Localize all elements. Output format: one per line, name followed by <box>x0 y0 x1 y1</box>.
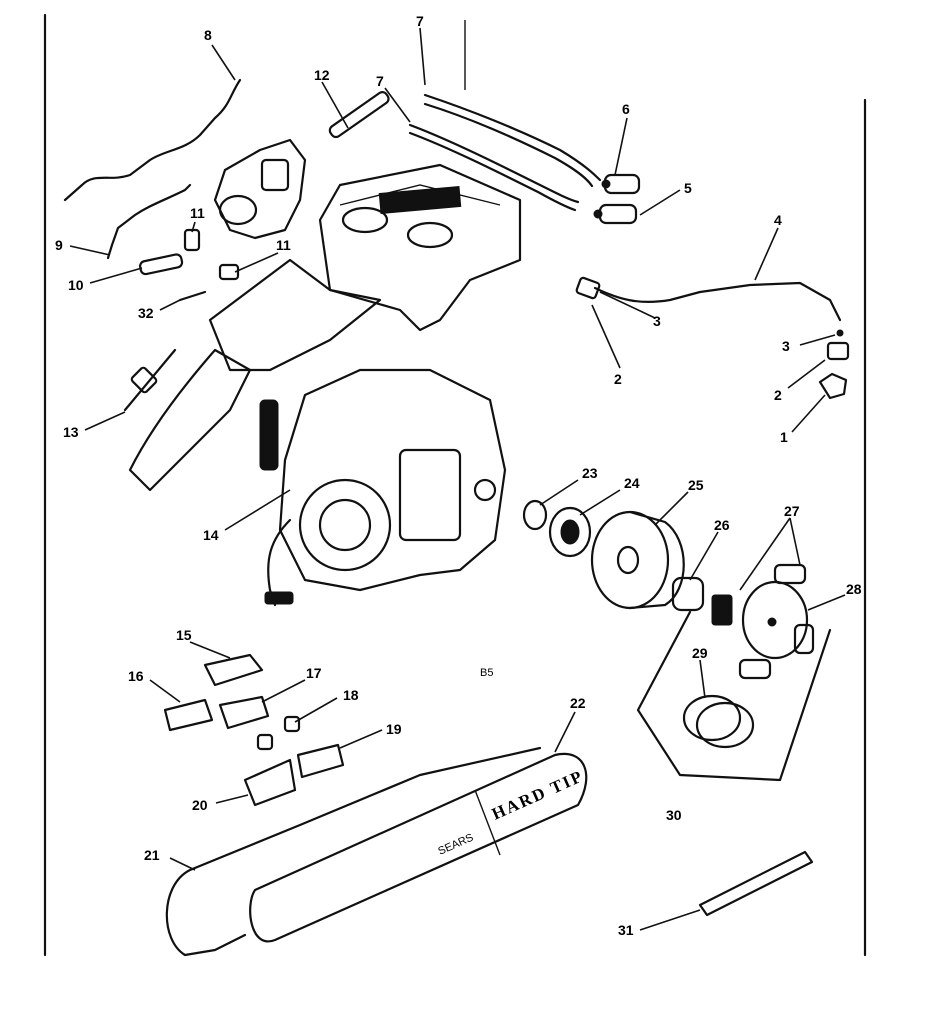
callout-11b: 11 <box>276 237 291 253</box>
part-clutch-28 <box>711 563 815 680</box>
callout-20: 20 <box>192 797 208 813</box>
callout-2b: 2 <box>774 387 782 403</box>
part-clutch-drum-25 <box>590 510 685 610</box>
callout-9: 9 <box>55 237 63 253</box>
part-carburetor <box>213 138 307 240</box>
callout-leaders <box>69 27 846 931</box>
part-chain-links <box>163 653 345 807</box>
part-fuel-pipe <box>575 276 850 400</box>
callout-24: 24 <box>624 475 640 491</box>
part-rod-31 <box>698 850 814 917</box>
part-choke-rod <box>106 183 192 260</box>
callout-5: 5 <box>684 180 692 196</box>
callout-4: 4 <box>774 212 782 228</box>
callout-19: 19 <box>386 721 402 737</box>
callout-17: 17 <box>306 665 322 681</box>
callout-31: 31 <box>618 922 634 938</box>
callout-21: 21 <box>144 847 160 863</box>
callout-7a: 7 <box>416 13 424 29</box>
diagram-code: B5 <box>480 667 493 679</box>
callout-26: 26 <box>714 517 730 533</box>
part-bearing-24 <box>548 506 592 558</box>
callout-7b: 7 <box>376 73 384 89</box>
callout-29: 29 <box>692 645 708 661</box>
callout-12: 12 <box>314 67 330 83</box>
callout-15: 15 <box>176 627 192 643</box>
part-saw-chain <box>165 746 542 957</box>
callout-14: 14 <box>203 527 219 543</box>
part-pin-12 <box>328 91 390 139</box>
callout-8: 8 <box>204 27 212 43</box>
callout-25: 25 <box>688 477 704 493</box>
bracket-30 <box>636 610 832 782</box>
callout-1: 1 <box>780 429 788 445</box>
callout-30: 30 <box>666 807 682 823</box>
part-housing <box>128 163 522 492</box>
callout-6: 6 <box>622 101 630 117</box>
part-washer-23 <box>522 499 548 531</box>
callout-16: 16 <box>128 668 144 684</box>
callout-23: 23 <box>582 465 598 481</box>
part-adjust-screw <box>123 348 177 412</box>
frame-lines <box>43 13 867 957</box>
part-fuel-filters <box>593 173 641 225</box>
callout-10: 10 <box>68 277 84 293</box>
part-bushing-26 <box>671 576 705 612</box>
bar-label-hard-tip: HARD TIP <box>489 766 587 823</box>
callout-27: 27 <box>784 503 800 519</box>
callout-3a: 3 <box>653 313 661 329</box>
part-fittings <box>139 228 240 302</box>
callout-3b: 3 <box>782 338 790 354</box>
callout-labels: 1 2 2 3 3 4 5 6 7 7 8 9 10 11 11 12 13 1… <box>55 13 862 938</box>
callout-22: 22 <box>570 695 586 711</box>
callout-2a: 2 <box>614 371 622 387</box>
part-throttle-rod <box>63 78 242 202</box>
part-spring-29 <box>682 694 755 749</box>
part-fuel-lines <box>408 93 602 212</box>
callout-11a: 11 <box>190 205 205 221</box>
callout-32: 32 <box>138 305 154 321</box>
callout-28: 28 <box>846 581 862 597</box>
part-engine <box>259 368 507 607</box>
callout-18: 18 <box>343 687 359 703</box>
part-guide-bar: HARD TIP SEARS <box>249 752 588 943</box>
callout-13: 13 <box>63 424 79 440</box>
